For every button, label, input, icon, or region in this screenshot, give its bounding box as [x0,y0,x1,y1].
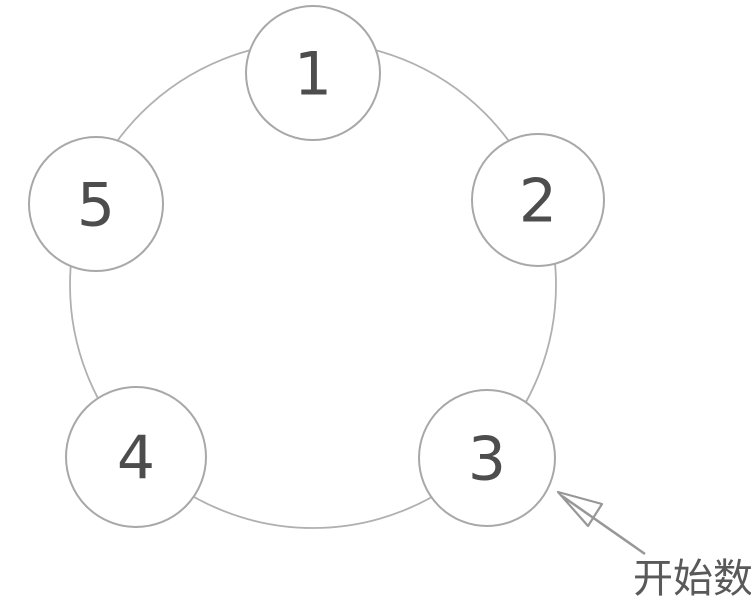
node-2-label: 2 [519,167,557,237]
node-1-label: 1 [294,40,332,110]
node-4-label: 4 [117,424,155,494]
node-3-circle [418,389,556,527]
node-5-circle [28,136,164,272]
annotation-label: 开始数 [633,556,751,602]
node-3-label: 3 [468,425,506,495]
node-5-label: 5 [77,171,115,241]
arrow-head-icon [556,490,604,528]
arrow-shaft-line [561,494,646,556]
node-3: 3 [418,389,556,527]
node-4-circle [65,386,207,528]
annotation-arrow [556,490,646,556]
node-1: 1 [245,5,381,141]
node-4: 4 [65,386,207,528]
node-2: 2 [471,133,605,267]
node-1-circle [245,5,381,141]
node-2-circle [471,133,605,267]
node-5: 5 [28,136,164,272]
